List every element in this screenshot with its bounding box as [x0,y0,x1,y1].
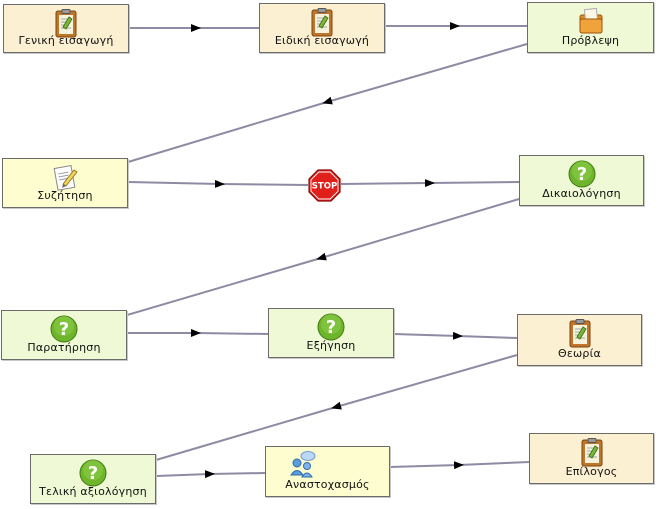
svg-text:?: ? [576,164,586,185]
node-label: Επίλογος [565,465,618,478]
people-chat-icon [290,451,316,478]
node-observation[interactable]: ? Παρατήρηση [1,310,127,360]
node-epilogue[interactable]: Επίλογος [529,433,654,484]
node-reflection[interactable]: Αναστοχασμός [265,446,390,497]
connector-prediction-to-discussion [127,43,528,163]
node-prediction[interactable]: Πρόβλεψη [527,2,654,53]
clipboard-icon [569,319,590,348]
clipboard-icon [55,9,77,38]
connector-explanation-to-theory [393,331,518,340]
node-label: Ειδική εισαγωγή [274,34,370,47]
node-label: Γενική εισαγωγή [18,34,114,47]
node-label: Παρατήρηση [27,341,101,354]
question-icon: ? [79,459,107,487]
connector-final-to-reflection [155,470,266,479]
node-label: Συζήτηση [37,189,93,202]
connector-stop-to-justification [340,179,520,188]
connector-justification-to-observation [126,198,520,316]
connector-discussion-to-stop [127,179,309,188]
node-explanation[interactable]: ? Εξήγηση [268,308,394,358]
svg-text:?: ? [59,319,69,340]
connector-theory-to-final [155,354,518,461]
node-label: Θεωρία [558,347,601,360]
node-label: Τελική αξιολόγηση [39,485,147,498]
node-discussion[interactable]: Συζήτηση [2,158,128,208]
svg-text:?: ? [88,463,98,484]
node-label: Αναστοχασμός [285,478,370,491]
stop-sign-label: STOP [312,182,337,192]
node-justification[interactable]: ? Δικαιολόγηση [519,155,644,206]
node-general-introduction[interactable]: Γενική εισαγωγή [3,4,129,53]
connector-observation-to-explanation [127,328,269,337]
stop-sign-icon[interactable]: STOP [308,169,341,202]
connector-reflection-to-epilogue [389,461,530,470]
node-label: Δικαιολόγηση [542,187,621,200]
node-specific-introduction[interactable]: Ειδική εισαγωγή [259,3,385,53]
svg-text:?: ? [326,317,336,338]
node-theory[interactable]: Θεωρία [517,314,642,366]
notepad-pencil-icon [53,165,78,191]
question-icon: ? [50,315,78,343]
node-label: Εξήγηση [306,339,356,352]
clipboard-icon [581,438,602,467]
clipboard-icon [311,8,333,37]
question-icon: ? [317,313,345,341]
node-label: Πρόβλεψη [561,34,620,47]
question-icon: ? [568,160,595,188]
node-final-assessment[interactable]: ? Τελική αξιολόγηση [30,454,156,504]
folder-note-icon [579,7,602,34]
